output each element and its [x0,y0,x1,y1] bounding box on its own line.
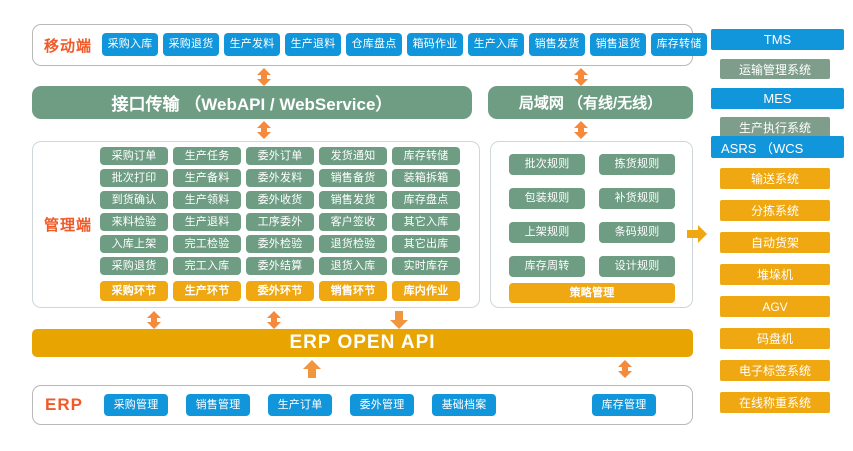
erp-item-0[interactable]: 采购管理 [104,394,168,416]
double-arrow-vertical-icon [572,121,590,139]
management-item[interactable]: 到货确认 [100,191,168,209]
management-panel-label: 管理端 [43,216,92,234]
mobile-item-0[interactable]: 采购入库 [102,33,158,56]
lan-bar: 局域网 （有线/无线） [488,86,693,119]
asrs-item-7[interactable]: 在线称重系统 [720,392,830,413]
rules-item[interactable]: 条码规则 [599,222,675,243]
management-item[interactable]: 实时库存 [392,257,460,275]
mobile-item-7[interactable]: 销售发货 [529,33,585,56]
asrs-title[interactable]: ASRS （WCS [711,136,844,158]
management-item[interactable]: 完工入库 [173,257,241,275]
mobile-item-6[interactable]: 生产入库 [468,33,524,56]
mes-title[interactable]: MES [711,88,844,109]
asrs-item-3[interactable]: 堆垛机 [720,264,830,285]
double-arrow-vertical-icon [255,121,273,139]
tms-subtitle[interactable]: 运输管理系统 [720,59,830,79]
management-item[interactable]: 采购退货 [100,257,168,275]
management-item[interactable]: 装箱拆箱 [392,169,460,187]
management-column-footer[interactable]: 生产环节 [173,281,241,301]
management-item[interactable]: 库存转储 [392,147,460,165]
erp-item-3[interactable]: 委外管理 [350,394,414,416]
management-item[interactable]: 发货通知 [319,147,387,165]
arrow-right-icon [687,224,707,244]
rules-item[interactable]: 上架规则 [509,222,585,243]
rules-footer[interactable]: 策略管理 [509,283,675,303]
rules-item[interactable]: 包装规则 [509,188,585,209]
management-item[interactable]: 生产备料 [173,169,241,187]
management-item[interactable]: 委外检验 [246,235,314,253]
management-column-footer[interactable]: 采购环节 [100,281,168,301]
management-item[interactable]: 批次打印 [100,169,168,187]
management-column-footer[interactable]: 销售环节 [319,281,387,301]
mobile-item-9[interactable]: 库存转储 [651,33,707,56]
management-column-footer[interactable]: 库内作业 [392,281,460,301]
arrow-up-icon [303,360,321,378]
mobile-panel-label: 移动端 [43,37,92,55]
management-item[interactable]: 采购订单 [100,147,168,165]
interface-transport-bar: 接口传输 （WebAPI / WebService） [32,86,472,119]
management-item[interactable]: 销售发货 [319,191,387,209]
double-arrow-vertical-icon [572,68,590,86]
asrs-item-4[interactable]: AGV [720,296,830,317]
erp-open-api-bar: ERP OPEN API [32,329,693,357]
asrs-item-1[interactable]: 分拣系统 [720,200,830,221]
management-item[interactable]: 委外结算 [246,257,314,275]
management-item[interactable]: 其它入库 [392,213,460,231]
mes-subtitle[interactable]: 生产执行系统 [720,117,830,137]
mobile-item-4[interactable]: 仓库盘点 [346,33,402,56]
management-item[interactable]: 入库上架 [100,235,168,253]
management-item[interactable]: 生产退料 [173,213,241,231]
double-arrow-vertical-icon [265,311,283,329]
erp-item-1[interactable]: 销售管理 [186,394,250,416]
mobile-item-3[interactable]: 生产退料 [285,33,341,56]
management-item[interactable]: 退货入库 [319,257,387,275]
rules-item[interactable]: 拣货规则 [599,154,675,175]
management-column-footer[interactable]: 委外环节 [246,281,314,301]
management-item[interactable]: 委外发料 [246,169,314,187]
erp-item-2[interactable]: 生产订单 [268,394,332,416]
erp-panel-label: ERP [45,395,83,414]
management-item[interactable]: 销售备货 [319,169,387,187]
rules-item[interactable]: 库存周转 [509,256,585,277]
management-item[interactable]: 库存盘点 [392,191,460,209]
management-item[interactable]: 生产领料 [173,191,241,209]
management-item[interactable]: 完工检验 [173,235,241,253]
mobile-item-2[interactable]: 生产发料 [224,33,280,56]
tms-title[interactable]: TMS [711,29,844,50]
double-arrow-vertical-icon [255,68,273,86]
management-item[interactable]: 客户签收 [319,213,387,231]
arrow-down-icon [390,311,408,329]
asrs-item-6[interactable]: 电子标签系统 [720,360,830,381]
double-arrow-vertical-icon [145,311,163,329]
management-item[interactable]: 工序委外 [246,213,314,231]
management-item[interactable]: 退货检验 [319,235,387,253]
asrs-item-5[interactable]: 码盘机 [720,328,830,349]
mobile-item-5[interactable]: 箱码作业 [407,33,463,56]
management-item[interactable]: 委外收货 [246,191,314,209]
asrs-item-2[interactable]: 自动货架 [720,232,830,253]
mobile-item-1[interactable]: 采购退货 [163,33,219,56]
asrs-item-0[interactable]: 输送系统 [720,168,830,189]
rules-item[interactable]: 批次规则 [509,154,585,175]
rules-item[interactable]: 补货规则 [599,188,675,209]
erp-item-4[interactable]: 基础档案 [432,394,496,416]
management-item[interactable]: 来料检验 [100,213,168,231]
management-item[interactable]: 其它出库 [392,235,460,253]
mobile-item-8[interactable]: 销售退货 [590,33,646,56]
erp-item-inventory[interactable]: 库存管理 [592,394,656,416]
management-item[interactable]: 生产任务 [173,147,241,165]
double-arrow-vertical-icon [616,360,634,378]
rules-item[interactable]: 设计规则 [599,256,675,277]
management-item[interactable]: 委外订单 [246,147,314,165]
